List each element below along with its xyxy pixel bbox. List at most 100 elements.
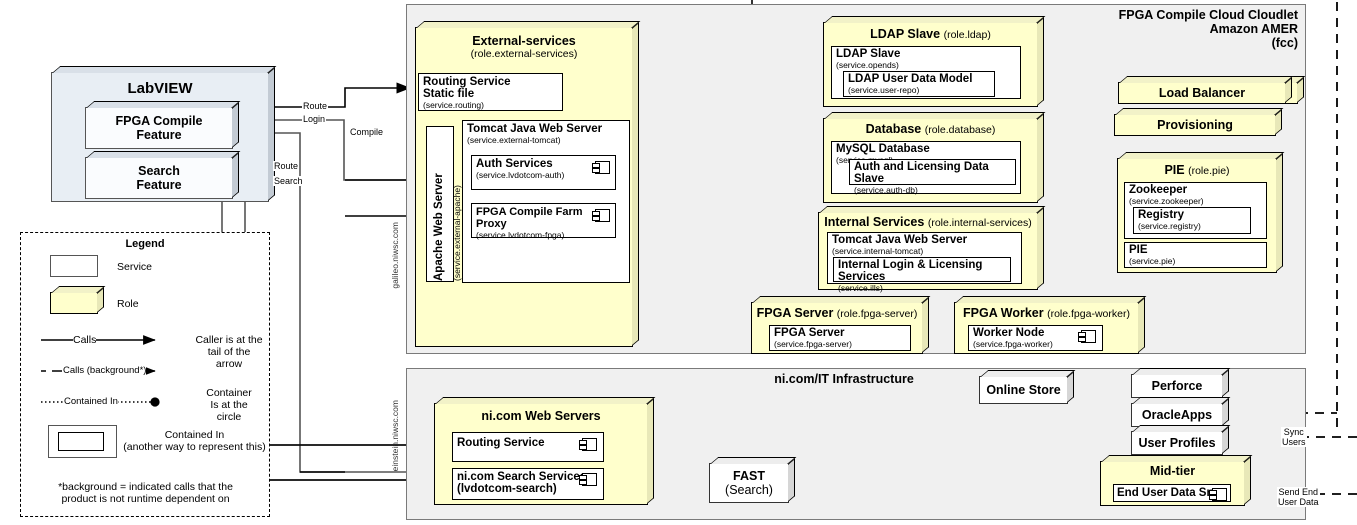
legend-service-swatch [50, 255, 98, 277]
component-icon [1209, 488, 1227, 501]
legend-calls-note: Caller is at the tail of the arrow [190, 334, 268, 370]
sync-users-line1: Sync [1283, 427, 1304, 437]
service-fpga-proxy-id: (service.lvdotcom-fpga) [476, 230, 565, 240]
legend-contained-in-label: Contained In [64, 396, 118, 408]
legend-contained-note-line2: Is at the [210, 399, 248, 411]
role-ldap-title: LDAP Slave (role.ldap) [823, 27, 1038, 41]
service-opends-id: (service.opends) [836, 60, 899, 70]
role-provisioning: Provisioning [1114, 108, 1284, 136]
legend-contained-alt-line2: (another way to represent this) [123, 441, 266, 453]
legend-calls-background-label: Calls (background*) [63, 365, 147, 377]
service-fpga-worker: Worker Node (service.fpga-worker) [968, 325, 1103, 351]
service-end-user-data-srvs: End User Data Srvs [1113, 484, 1231, 502]
service-registry-id: (service.registry) [1138, 221, 1201, 231]
role-database-id: (role.database) [924, 124, 996, 136]
service-nicom-routing-name: Routing Service [457, 437, 545, 449]
cloudlet-title: FPGA Compile Cloud Cloudlet Amazon AMER … [1000, 8, 1298, 50]
role-load-balancer-label: Load Balancer [1158, 86, 1246, 100]
service-auth-id: (service.lvdotcom-auth) [476, 170, 565, 180]
role-fpga-server-name: FPGA Server [756, 306, 834, 320]
role-load-balancer: Load Balancer [1118, 76, 1294, 104]
service-fpga-worker-name: Worker Node [973, 327, 1045, 339]
cloudlet-title-line2: Amazon AMER [1209, 22, 1298, 36]
component-icon [579, 438, 597, 451]
cloudlet-title-line1: FPGA Compile Cloud Cloudlet [1118, 8, 1298, 22]
labview-title: LabVIEW [127, 80, 193, 97]
feature-search-line2: Feature [136, 178, 182, 192]
service-auth-db: Auth and Licensing Data Slave (service.a… [849, 159, 1016, 195]
component-icon [579, 473, 597, 486]
send-end-line2: User Data [1278, 497, 1319, 507]
edge-label-search: Search [273, 176, 304, 186]
service-user-repo-id: (service.user-repo) [848, 85, 920, 95]
service-routing-line1: Routing Service [423, 76, 511, 88]
user-profiles-box: User Profiles [1131, 425, 1231, 455]
service-pie-id: (service.pie) [1129, 256, 1176, 266]
service-ills-id: (service.ills) [838, 283, 883, 293]
service-fpga-server-name: FPGA Server [774, 327, 845, 339]
feature-search-line1: Search [138, 164, 180, 178]
edge-label-compile: Compile [349, 127, 385, 137]
legend-contained-inner-swatch [58, 432, 104, 451]
legend-footnote-line2: product is not runtime dependent on [61, 493, 230, 505]
edge-label-route-bottom: Route [273, 161, 300, 171]
labview-feature-fpga-compile: FPGA Compile Feature [85, 101, 241, 149]
fast-label-line2: (Search) [725, 483, 773, 497]
service-zookeeper-name: Zookeeper [1129, 184, 1188, 196]
legend-contained-note-line3: circle [216, 411, 242, 423]
service-auth-db-name: Auth and Licensing Data Slave [854, 161, 989, 185]
component-icon [1078, 330, 1096, 343]
sync-users-line2: Users [1282, 437, 1306, 447]
role-external-services-title: External-services (role.external-service… [415, 34, 633, 60]
role-internal-services-title: Internal Services (role.internal-service… [818, 215, 1038, 229]
legend-contained-alt-label: Contained In (another way to represent t… [122, 429, 267, 453]
service-internal-tomcat-id: (service.internal-tomcat) [832, 246, 924, 256]
role-ldap-id: (role.ldap) [943, 29, 991, 41]
edge-label-sync-users: Sync Users [1281, 427, 1307, 447]
service-nicom-search: ni.com Search Services (lvdotcom-search) [452, 468, 604, 500]
service-auth-name: Auth Services [476, 158, 553, 170]
component-icon [592, 209, 610, 222]
legend-contained-alt-line1: Contained In [164, 429, 225, 441]
send-end-line1: Send End [1278, 487, 1319, 497]
host-label-galileo: galileo.niwsc.com [390, 222, 400, 289]
legend-service-label: Service [117, 261, 153, 273]
host-label-einstein: einstein.niwsc.com [390, 400, 400, 472]
role-provisioning-label: Provisioning [1157, 118, 1233, 132]
service-mysql-name: MySQL Database [836, 143, 930, 155]
legend-contained-note: Container Is at the circle [190, 387, 268, 423]
oracleapps-box: OracleApps [1131, 397, 1231, 427]
service-routing-line2: Static file [423, 88, 475, 100]
role-database-title: Database (role.database) [823, 122, 1038, 136]
service-pie: PIE (service.pie) [1124, 242, 1267, 268]
component-icon [592, 161, 610, 174]
role-pie-title: PIE (role.pie) [1117, 163, 1277, 177]
edge-label-route-top: Route [302, 101, 329, 111]
perforce-box: Perforce [1131, 368, 1231, 398]
service-fpga-compile-farm-proxy: FPGA Compile Farm Proxy (service.lvdotco… [471, 203, 616, 240]
service-apache-name: Apache Web Server [433, 173, 445, 281]
legend-calls-note-line1: Caller is at the [195, 334, 263, 346]
service-ills-name: Internal Login & Licensing Services [838, 259, 983, 283]
service-nicom-search-id: (lvdotcom-search) [457, 483, 557, 495]
service-apache-web-server: Apache Web Server (service.external-apac… [426, 126, 462, 282]
role-midtier-title: Mid-tier [1149, 464, 1196, 478]
service-registry-name: Registry [1138, 209, 1185, 221]
legend-role-swatch [50, 286, 106, 314]
legend-calls-note-line3: arrow [215, 358, 243, 370]
role-pie-name: PIE [1164, 163, 1185, 177]
service-auth-services: Auth Services (service.lvdotcom-auth) [471, 155, 616, 190]
feature-fpga-compile-line2: Feature [136, 128, 182, 142]
service-opends-name: LDAP Slave [836, 48, 901, 60]
legend-calls-label: Calls [73, 334, 97, 346]
edge-label-login: Login [302, 114, 327, 124]
user-profiles-label: User Profiles [1138, 436, 1216, 450]
service-user-repo-name: LDAP User Data Model [848, 73, 973, 85]
service-nicom-search-name: ni.com Search Services [457, 471, 587, 483]
legend-role-label: Role [117, 298, 139, 310]
cloudlet-title-line3: (fcc) [1271, 36, 1298, 50]
service-external-tomcat: Tomcat Java Web Server (service.external… [462, 120, 630, 283]
service-fpga-server-id: (service.fpga-server) [774, 339, 852, 349]
role-database-name: Database [865, 122, 922, 136]
legend-contained-note-line1: Container [206, 387, 252, 399]
